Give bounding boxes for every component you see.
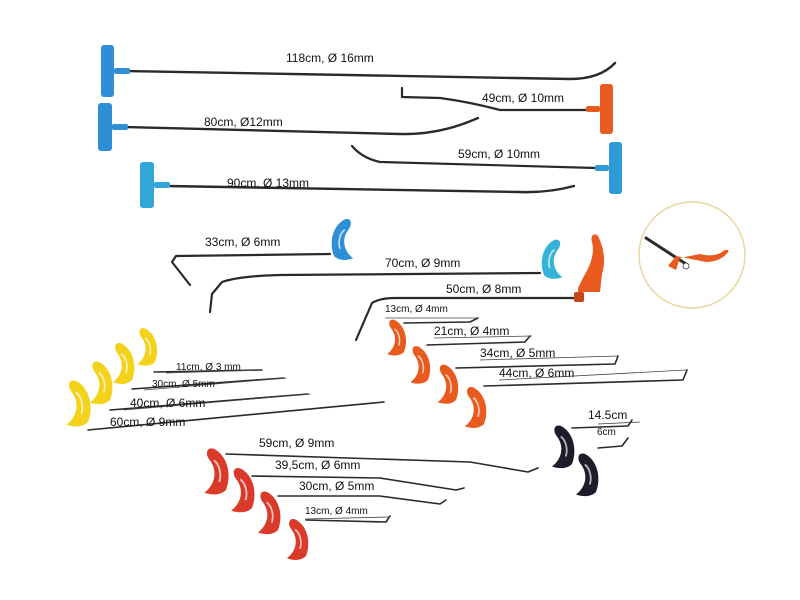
label-t50: 50cm, Ø 8mm (446, 282, 522, 296)
label-y40: 40cm, Ø 6mm (130, 396, 206, 410)
tool-r34 (437, 355, 619, 404)
t59-tool (350, 142, 622, 194)
tool-b6 (576, 437, 629, 497)
label-t80: 80cm, Ø12mm (204, 115, 283, 129)
label-d13: 13cm, Ø 4mm (305, 506, 368, 517)
tool-d30 (258, 491, 447, 535)
label-y30: 30cm, Ø 5mm (152, 379, 215, 390)
detail-inset (638, 201, 746, 309)
label-y60: 60cm, Ø 9mm (110, 415, 186, 429)
label-t118: 118cm, Ø 16mm (286, 51, 374, 65)
label-d39: 39,5cm, Ø 6mm (275, 458, 361, 472)
label-d30: 30cm, Ø 5mm (299, 479, 375, 493)
tool-r21 (410, 335, 531, 384)
label-leaders (123, 317, 687, 520)
tool-y60 (66, 380, 385, 431)
tool-t50 (354, 234, 605, 342)
tool-b145 (552, 419, 641, 469)
label-b6: 6cm (597, 427, 616, 438)
tool-r44 (464, 369, 688, 428)
label-t59: 59cm, Ø 10mm (458, 147, 541, 161)
label-r34: 34cm, Ø 5mm (480, 346, 556, 360)
tool-y30 (112, 343, 285, 390)
label-t90: 90cm, Ø 13mm (227, 176, 310, 190)
tool-t33 (170, 219, 354, 287)
t49-tool (400, 84, 613, 134)
tool-t118 (101, 45, 617, 97)
tool-r13a (387, 317, 479, 356)
label-y11: 11cm, Ø 3 mm (176, 362, 241, 373)
label-b145: 14.5cm (588, 408, 628, 422)
tool-d39 (231, 467, 465, 513)
tool-d13 (286, 515, 391, 560)
label-d59: 59cm, Ø 9mm (259, 436, 335, 450)
label-t33: 33cm, Ø 6mm (205, 235, 281, 249)
tool-t90 (140, 162, 576, 208)
label-r44: 44cm, Ø 6mm (499, 366, 575, 380)
tool-t70 (208, 239, 563, 314)
label-r21: 21cm, Ø 4mm (434, 324, 510, 338)
label-r13a: 13cm, Ø 4mm (385, 304, 448, 315)
label-t70: 70cm, Ø 9mm (385, 256, 461, 270)
tool-t80 (98, 103, 480, 151)
tool-d59 (204, 448, 539, 495)
label-t49: 49cm, Ø 10mm (482, 91, 565, 105)
